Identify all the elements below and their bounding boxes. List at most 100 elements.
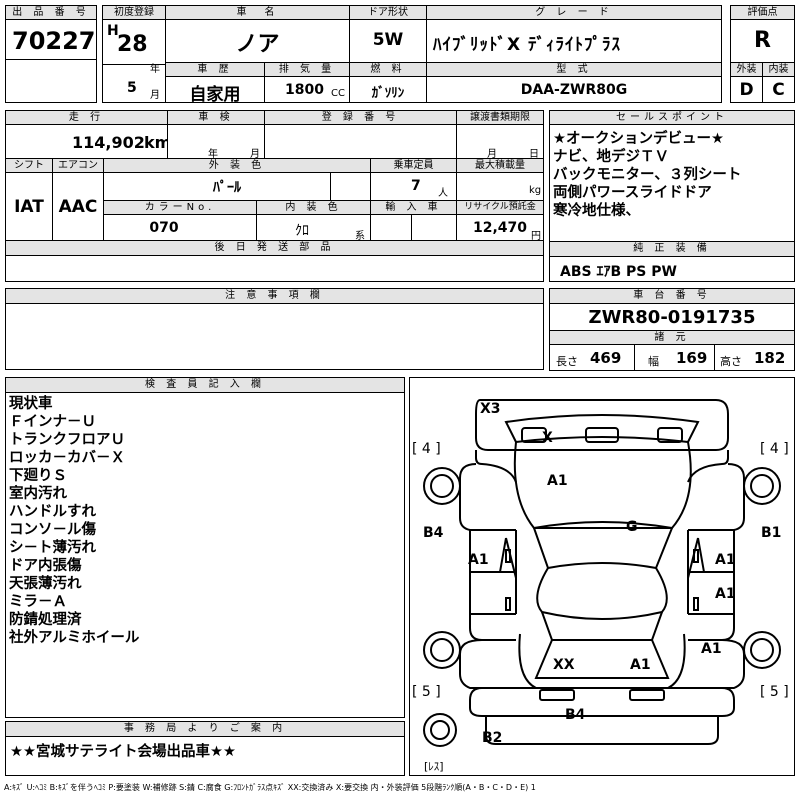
sales-point-item: 寒冷地仕様、 bbox=[553, 203, 640, 219]
damage-diagram: X3 X A1 G B4 B1 A1 A1 A1 A1 XX A1 B4 B2 … bbox=[409, 377, 795, 776]
color: ﾊﾟｰﾙ bbox=[213, 180, 241, 196]
color-no: 070 bbox=[149, 220, 179, 236]
width: 169 bbox=[676, 349, 708, 367]
inspection-cell: 年 月 bbox=[167, 124, 265, 160]
inspector-line: 社外アルミホイール bbox=[9, 630, 140, 646]
width-label: 幅 bbox=[648, 355, 659, 368]
first-reg-era: H bbox=[107, 23, 119, 39]
first-reg-month: 5 bbox=[127, 80, 137, 96]
sales-point-item: ナビ、地デジＴＶ bbox=[553, 149, 669, 165]
inspector-line: トランクフロアＵ bbox=[9, 432, 125, 448]
height-label: 高さ bbox=[720, 355, 742, 368]
equipment-label: 純 正 装 備 bbox=[549, 241, 795, 257]
damage-xx-rear: XX bbox=[553, 657, 575, 673]
color-label: 外 装 色 bbox=[103, 158, 371, 173]
inspector-line: Ｆインナ－Ｕ bbox=[9, 414, 96, 430]
interior-color-label: 内 装 色 bbox=[256, 200, 371, 215]
damage-b2: B2 bbox=[482, 730, 503, 746]
exterior-grade-cell: D bbox=[730, 76, 763, 103]
chassis-cell: ZWR80-0191735 bbox=[549, 303, 795, 331]
history-label: 車 歴 bbox=[165, 62, 265, 77]
lot-number-cell: 70227 bbox=[5, 19, 97, 60]
office-message: ★★宮城サテライト会場出品車★★ bbox=[10, 744, 236, 760]
fuel-cell: ｶﾞｿﾘﾝ bbox=[349, 76, 427, 103]
damage-a1-left-door: A1 bbox=[468, 552, 489, 568]
color-cell: ﾊﾟｰﾙ bbox=[103, 172, 371, 201]
sales-points-cell: ★オークションデビュー★ ナビ、地デジＴＶ バックモニター、３列シート 両側パワ… bbox=[549, 124, 795, 242]
notes-label: 注 意 事 項 欄 bbox=[5, 288, 544, 304]
capacity: 7 bbox=[411, 178, 421, 194]
damage-a1-right-rear: A1 bbox=[701, 641, 722, 657]
inspector-line: 天張薄汚れ bbox=[9, 576, 82, 592]
displacement-cell: 1800 CC bbox=[264, 76, 350, 103]
capacity-unit: 人 bbox=[438, 188, 448, 199]
damage-b4-left: B4 bbox=[423, 525, 444, 541]
transfer-month-unit: 月 bbox=[487, 149, 497, 160]
damage-a1-right-rear-door: A1 bbox=[715, 586, 736, 602]
interior-color-unit: 系 bbox=[355, 231, 365, 242]
office-cell: ★★宮城サテライト会場出品車★★ bbox=[5, 736, 405, 776]
spare-tire-label: [ﾚｽ] bbox=[424, 760, 444, 773]
inspector-line: 防錆処理済 bbox=[9, 612, 82, 628]
equipment: ABS ｴｱB PS PW bbox=[560, 264, 677, 280]
displacement-label: 排 気 量 bbox=[264, 62, 350, 77]
interior-grade-label: 内装 bbox=[762, 62, 795, 77]
damage-g-windshield: G bbox=[626, 519, 638, 535]
exterior-grade-label: 外装 bbox=[730, 62, 763, 77]
door-type: 5W bbox=[372, 30, 404, 50]
dims-cell: 長さ 469 幅 169 高さ 182 bbox=[549, 344, 795, 371]
sales-point-item: 両側パワースライドドア bbox=[553, 185, 712, 201]
inspector-line: 室内汚れ bbox=[9, 486, 67, 502]
damage-b4-rear: B4 bbox=[565, 707, 586, 723]
interior-grade-cell: C bbox=[762, 76, 795, 103]
inspection-label: 車 検 bbox=[167, 110, 265, 125]
tire-rear-right: [ 5 ] bbox=[760, 684, 789, 700]
ac-label: エアコン bbox=[52, 158, 104, 173]
displacement-unit: CC bbox=[331, 88, 345, 99]
history-cell: 自家用 bbox=[165, 76, 265, 105]
car-outline bbox=[423, 399, 781, 747]
mileage-label: 走 行 bbox=[5, 110, 168, 125]
shift-cell: IAT bbox=[5, 172, 53, 241]
model-cell: DAA-ZWR80G bbox=[426, 76, 722, 103]
first-reg-year-unit: 年 bbox=[150, 64, 160, 75]
damage-x-front: X bbox=[542, 430, 553, 446]
recycle-cell: 12,470 円 bbox=[456, 214, 544, 242]
plate-cell bbox=[264, 124, 457, 159]
mileage-unit: km bbox=[144, 133, 172, 152]
model-label: 型 式 bbox=[426, 62, 722, 77]
legend: A:ｷｽﾞ U:ﾍｺﾐ B:ｷｽﾞを伴うﾍｺﾐ P:要塗装 W:補修跡 S:錆 … bbox=[4, 783, 536, 792]
first-reg-label: 初度登録 bbox=[102, 5, 166, 20]
first-reg-month-unit: 月 bbox=[150, 90, 160, 101]
car-name-label: 車 名 bbox=[165, 5, 350, 20]
mileage: 114,902 bbox=[72, 133, 145, 152]
tire-front-left: [ 4 ] bbox=[412, 441, 441, 457]
office-label: 事 務 局 よ り ご 案 内 bbox=[5, 721, 405, 737]
damage-a1-right-front-door: A1 bbox=[715, 552, 736, 568]
import-cell bbox=[370, 214, 457, 241]
fuel: ｶﾞｿﾘﾝ bbox=[371, 86, 405, 101]
height: 182 bbox=[754, 349, 786, 367]
exterior-grade: D bbox=[739, 80, 754, 100]
chassis-label: 車 台 番 号 bbox=[549, 288, 795, 304]
damage-x3: X3 bbox=[480, 401, 501, 417]
color-no-cell: 070 bbox=[103, 214, 257, 241]
tire-front-right: [ 4 ] bbox=[760, 441, 789, 457]
inspector-line: シ－ト薄汚れ bbox=[9, 540, 96, 556]
recycle-unit: 円 bbox=[531, 231, 541, 242]
dims-label: 諸 元 bbox=[549, 330, 795, 345]
interior-color-cell: ｸﾛ 系 bbox=[256, 214, 371, 242]
inspector-line: ドア内張傷 bbox=[9, 558, 82, 574]
door-type-label: ドア形状 bbox=[349, 5, 427, 20]
lot-number: 70227 bbox=[12, 27, 96, 55]
chassis-number: ZWR80-0191735 bbox=[588, 307, 756, 328]
transfer-day-unit: 日 bbox=[529, 149, 539, 160]
grade-label: グ レ ー ド bbox=[426, 5, 722, 20]
fuel-label: 燃 料 bbox=[349, 62, 427, 77]
lot-blank-cell bbox=[5, 59, 97, 103]
car-name: ノア bbox=[235, 32, 280, 57]
history: 自家用 bbox=[189, 85, 241, 105]
later-parts-label: 後 日 発 送 部 品 bbox=[5, 240, 544, 256]
transfer-label: 譲渡書類期限 bbox=[456, 110, 544, 125]
mileage-cell: 114,902 km bbox=[5, 124, 172, 159]
